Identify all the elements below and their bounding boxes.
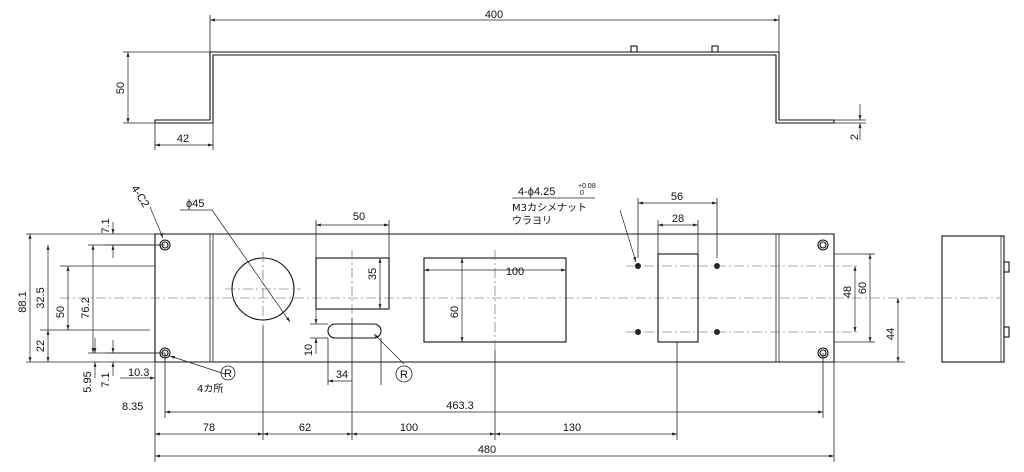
label-nut-line1: M3カシメナット bbox=[512, 202, 587, 214]
cutout-50x35 bbox=[315, 257, 390, 310]
dim-8-35: 8.35 bbox=[122, 401, 143, 413]
dim-50-left: 50 bbox=[55, 306, 67, 318]
dim-35: 35 bbox=[367, 268, 379, 280]
label-slot-r: R bbox=[400, 369, 408, 381]
label-nut-dia: 4-ϕ4.25 bbox=[518, 186, 555, 198]
dim-100-seg: 100 bbox=[400, 422, 418, 434]
dim-10: 10 bbox=[303, 344, 315, 356]
dim-7-1-bottom: 7.1 bbox=[100, 372, 112, 387]
dim-50-height: 50 bbox=[115, 82, 127, 94]
label-corner-r: R bbox=[224, 368, 232, 380]
label-corner-r-note: 4カ所 bbox=[197, 383, 223, 395]
dim-7-1-top: 7.1 bbox=[100, 218, 112, 233]
dim-34: 34 bbox=[336, 369, 348, 381]
dim-76-2: 76.2 bbox=[80, 297, 92, 318]
dim-50-cutout: 50 bbox=[353, 211, 365, 223]
corner-hole-tr bbox=[817, 239, 829, 251]
dim-130: 130 bbox=[563, 422, 581, 434]
dim-400: 400 bbox=[485, 9, 503, 21]
dim-5-95: 5.95 bbox=[82, 371, 94, 392]
end-view bbox=[941, 235, 1005, 363]
dim-42: 42 bbox=[177, 133, 189, 145]
side-nut-right bbox=[711, 45, 719, 53]
dim-2-thickness: 2 bbox=[849, 134, 861, 140]
label-nut-tol-upper: +0.08 bbox=[578, 183, 596, 190]
label-nut-line2: ウラヨリ bbox=[512, 215, 552, 227]
nut-box-28 bbox=[657, 253, 699, 343]
dim-60-cutout: 60 bbox=[449, 306, 461, 318]
side-profile bbox=[154, 51, 835, 124]
dim-28: 28 bbox=[672, 213, 684, 225]
label-phi45: ϕ45 bbox=[186, 198, 204, 210]
dim-463-3: 463.3 bbox=[446, 400, 474, 412]
dim-60-right: 60 bbox=[857, 282, 869, 294]
dim-56: 56 bbox=[671, 191, 683, 203]
dim-48: 48 bbox=[842, 286, 854, 298]
slot bbox=[327, 323, 382, 339]
label-4c2: 4-C2 bbox=[128, 183, 151, 210]
dim-88-1: 88.1 bbox=[17, 291, 29, 312]
plan-view: ϕ45 4-C2 50 35 10 34 R 100 60 bbox=[17, 183, 1010, 462]
dim-100-cutout: 100 bbox=[506, 266, 524, 278]
dim-62: 62 bbox=[299, 422, 311, 434]
dim-78: 78 bbox=[203, 422, 215, 434]
dim-44: 44 bbox=[885, 328, 897, 340]
nut-hole-1 bbox=[635, 263, 641, 269]
label-nut-tol-lower: 0 bbox=[580, 190, 584, 197]
end-view-nut-2 bbox=[1003, 326, 1010, 338]
dim-10-3: 10.3 bbox=[128, 367, 149, 379]
side-nut-left bbox=[630, 45, 638, 53]
end-view-nut-1 bbox=[1003, 261, 1010, 273]
dim-480: 480 bbox=[478, 444, 496, 456]
dim-32-5: 32.5 bbox=[35, 287, 47, 308]
dim-22: 22 bbox=[35, 340, 47, 352]
nut-holes bbox=[635, 263, 720, 335]
side-view: 400 50 42 2 bbox=[115, 9, 866, 150]
nut-hole-3 bbox=[635, 329, 641, 335]
